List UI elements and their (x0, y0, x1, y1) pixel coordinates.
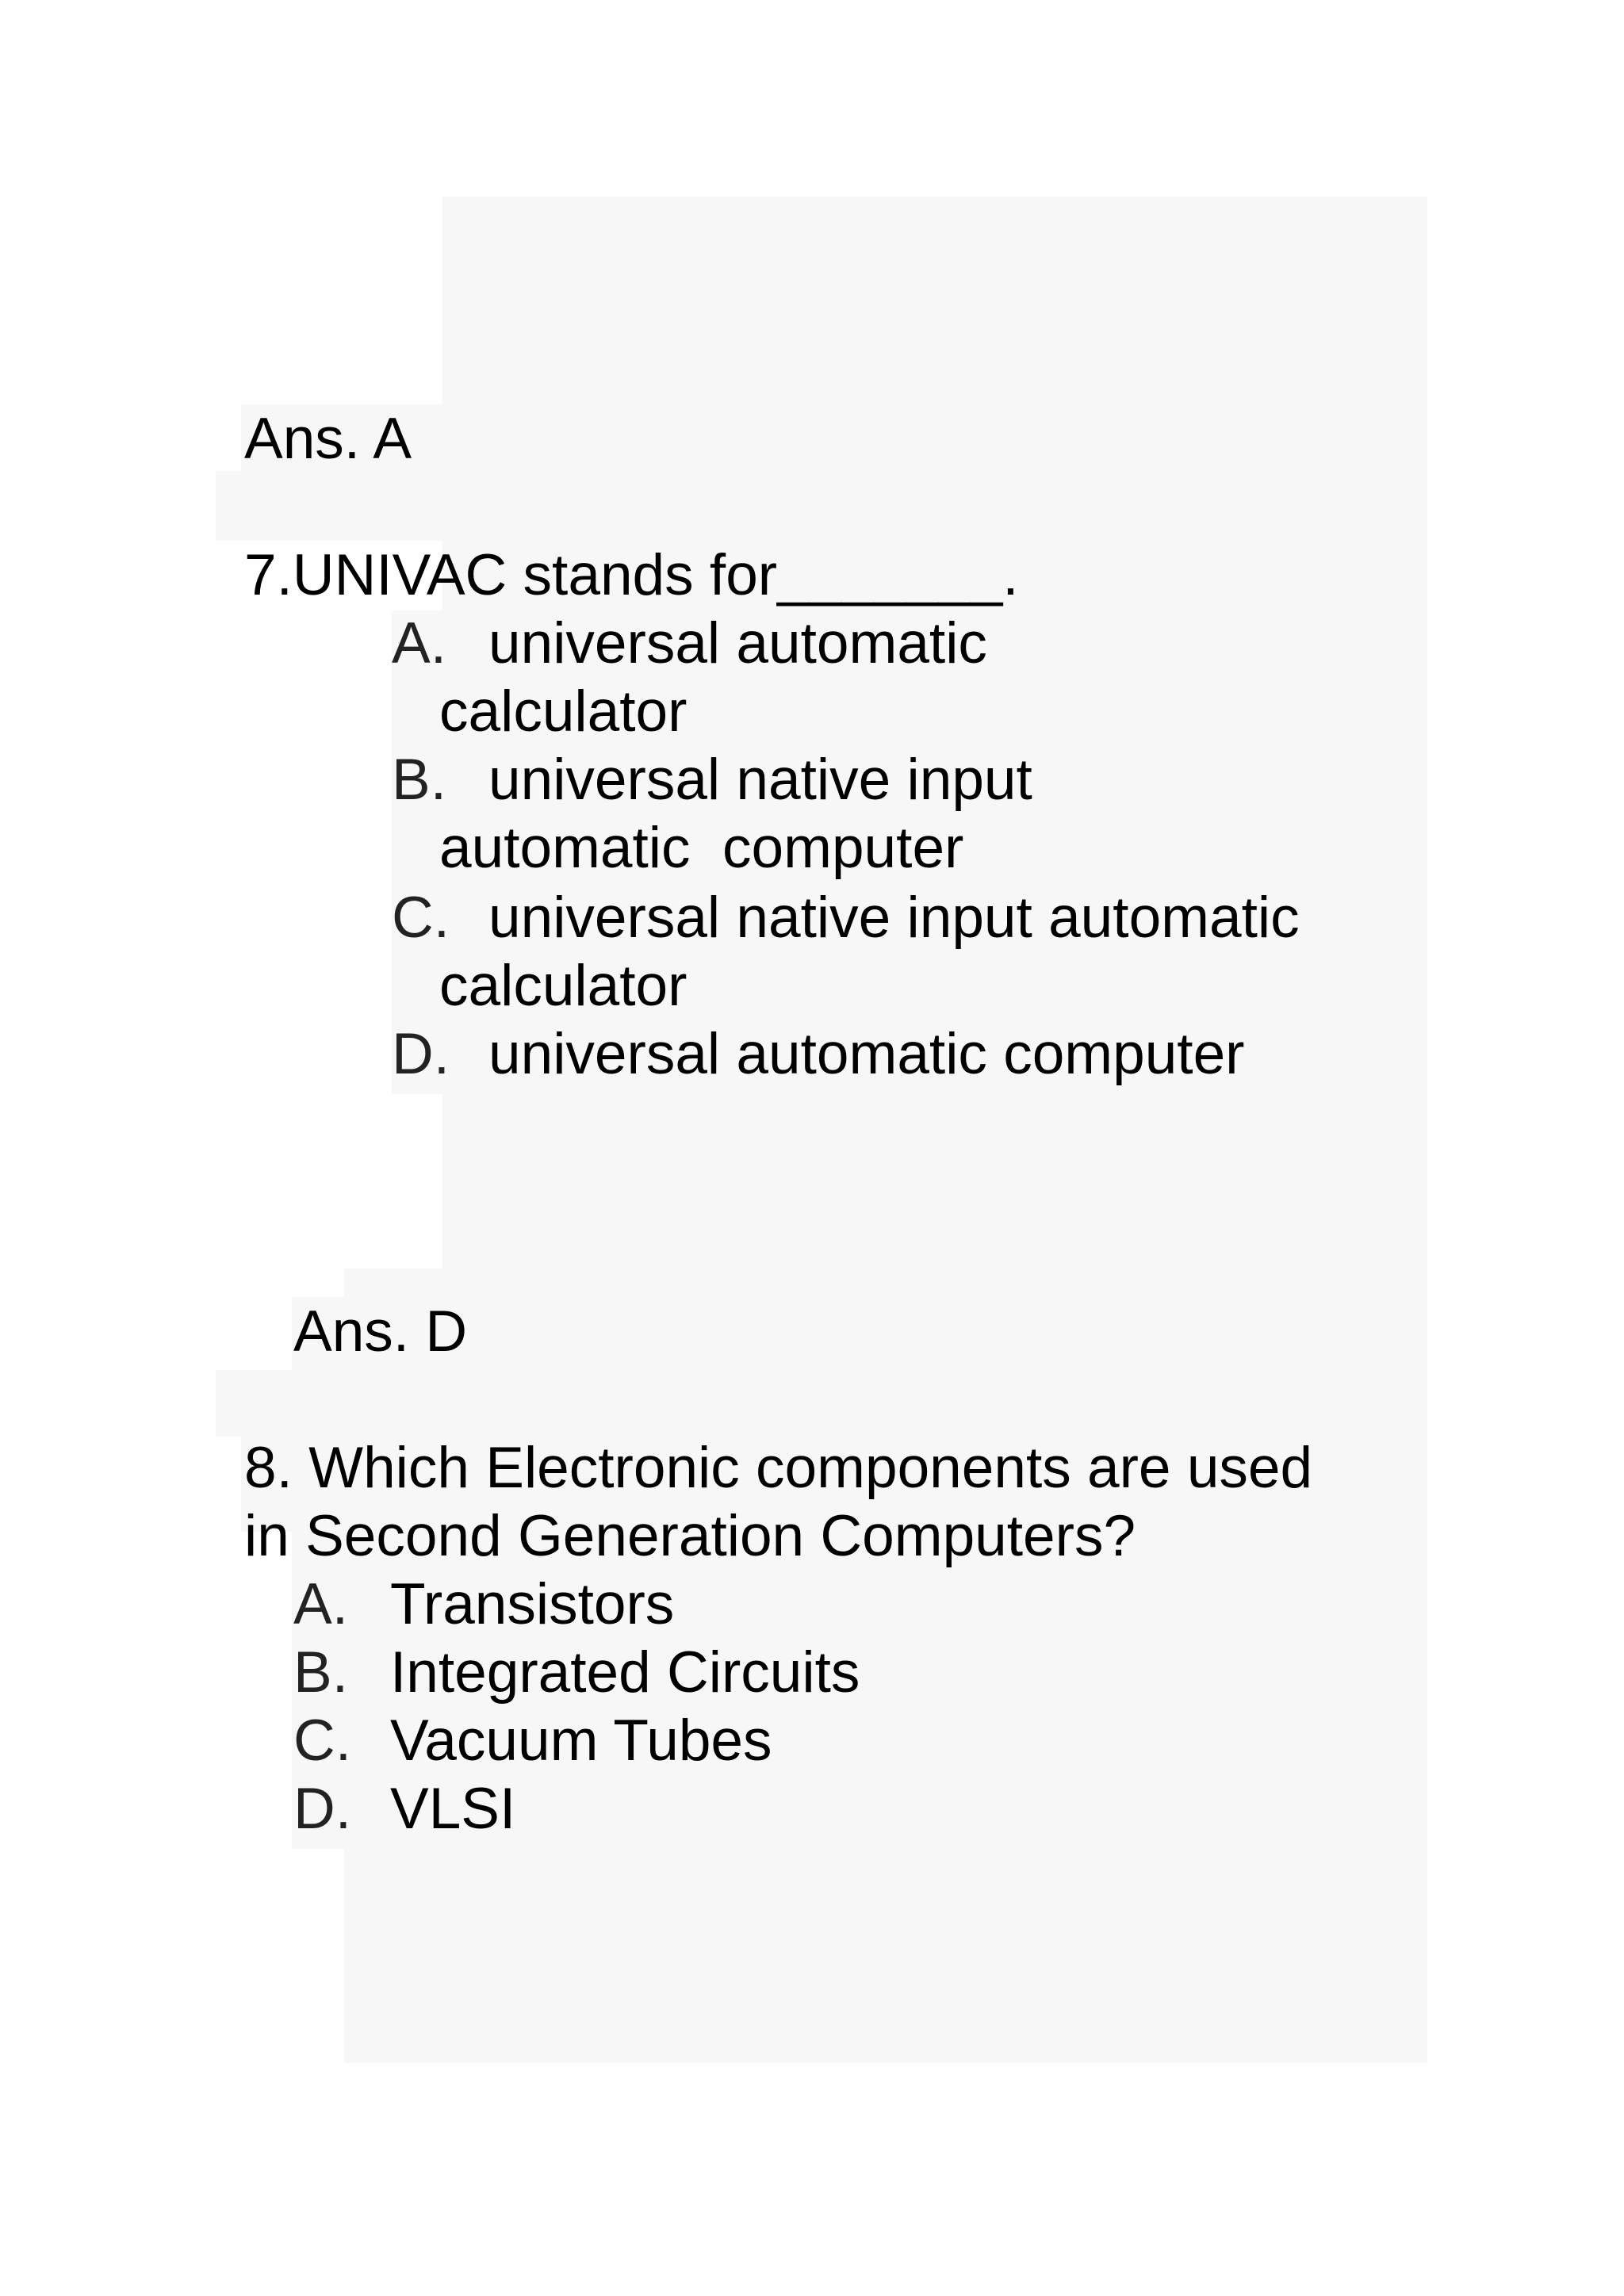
q7-option-b-line2: automatic computer (439, 816, 964, 880)
q7-option-d-letter: D. (392, 1022, 450, 1086)
answer-a-band (216, 471, 442, 541)
q8-option-b-text: Integrated Circuits (390, 1640, 860, 1705)
q7-option-a: A. universal automatic calculator (392, 609, 1423, 748)
q7-option-b-letter: B. (392, 748, 446, 812)
q7-option-c-letter: C. (392, 886, 450, 950)
page-shade-main (442, 197, 1427, 1269)
q8-option-d: D. VLSI (293, 1774, 1324, 1844)
q7-option-a-line1: universal automatic (488, 611, 987, 675)
page-shade-lower (344, 1269, 1427, 2063)
answer-d-band (216, 1370, 442, 1437)
q8-option-b: B. Integrated Circuits (293, 1638, 1324, 1708)
q8-option-c-letter: C. (293, 1709, 351, 1773)
question-8-line2: in Second Generation Computers? (244, 1504, 1136, 1568)
q7-option-c-line1: universal native input automatic (488, 886, 1300, 950)
q7-option-a-letter: A. (392, 611, 446, 675)
q8-left-band (241, 1437, 344, 1532)
q7-option-a-line2: calculator (439, 679, 688, 744)
q7-option-c-line2: calculator (439, 954, 688, 1018)
q8-option-d-text: VLSI (390, 1777, 516, 1841)
q7-option-d: D. universal automatic computer (392, 1020, 1423, 1091)
q8-option-a: A. Transistors (293, 1570, 1324, 1640)
q8-option-d-letter: D. (293, 1777, 351, 1841)
q7-option-b-line1: universal native input (488, 748, 1032, 812)
q7-option-d-line1: universal automatic computer (488, 1022, 1245, 1086)
question-8-line1: 8. Which Electronic components are used (244, 1436, 1313, 1500)
answer-q7: Ans. D (293, 1299, 468, 1364)
q7-option-c: C. universal native input automatic calc… (392, 883, 1423, 1023)
q8-option-b-letter: B. (293, 1640, 348, 1705)
q7-option-b: B. universal native input automatic comp… (392, 745, 1423, 885)
q8-options-band (292, 1532, 344, 1849)
q7-options-band (392, 610, 442, 1094)
answer-q6: Ans. A (244, 407, 412, 471)
question-7: 7.UNIVAC stands for_______. (244, 543, 1019, 607)
q8-option-c-text: Vacuum Tubes (390, 1709, 772, 1773)
answer-d-box (292, 1297, 442, 1370)
q8-option-c: C. Vacuum Tubes (293, 1706, 1324, 1776)
q7-left-band (241, 404, 442, 471)
q8-option-a-text: Transistors (390, 1572, 675, 1636)
q8-option-a-letter: A. (293, 1572, 348, 1636)
